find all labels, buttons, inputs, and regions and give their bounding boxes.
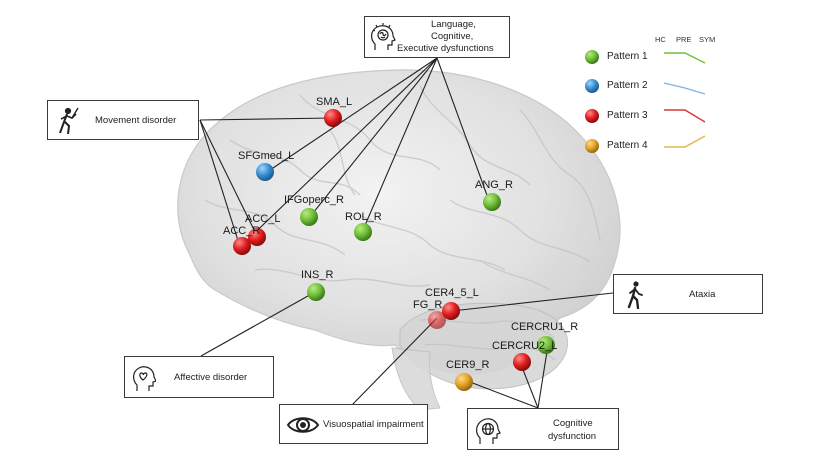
region-acc-l — [248, 228, 266, 246]
legend-label-pattern-3: Pattern 3 — [607, 110, 648, 121]
cognitive-dysfunction-box: Cognitive dysfunction — [467, 408, 619, 450]
legend-header-pre: PRE — [676, 35, 692, 44]
region-label-cercru1-r: CERCRU1_R — [511, 321, 579, 333]
region-acc-r — [233, 237, 251, 255]
region-sfgmed-l — [256, 163, 274, 181]
eye-icon — [286, 417, 320, 433]
ataxia-box: Ataxia — [613, 274, 763, 314]
legend-sphere-pattern-2 — [585, 79, 599, 93]
region-sma-l — [324, 109, 342, 127]
cognitive-line-1: Cognitive — [553, 418, 593, 429]
region-label-sma-l: SMA_L — [316, 96, 353, 108]
language-line-3: Executive dysfunctions — [397, 43, 494, 54]
legend-label-pattern-1: Pattern 1 — [607, 51, 648, 62]
region-label-cer4-5-l: CER4_5_L — [425, 287, 479, 299]
legend-trend-pattern-4 — [664, 135, 706, 148]
movement-label: Movement disorder — [95, 115, 177, 126]
visuospatial-impairment-box: Visuospatial impairment — [279, 404, 428, 444]
movement-disorder-box: Movement disorder — [47, 100, 199, 140]
legend-trend-lines — [663, 52, 706, 148]
legend-label-pattern-2: Pattern 2 — [607, 80, 648, 91]
legend-trend-pattern-1 — [664, 52, 706, 64]
language-cognitive-box: Language, Cognitive, Executive dysfuncti… — [364, 16, 510, 58]
legend-header-hc: HC — [655, 35, 666, 44]
visuospatial-label: Visuospatial impairment — [323, 419, 424, 430]
legend-sphere-pattern-3 — [585, 109, 599, 123]
legend-label-pattern-4: Pattern 4 — [607, 140, 648, 151]
ataxia-label: Ataxia — [689, 289, 716, 300]
affective-disorder-box: Affective disorder — [124, 356, 274, 398]
region-spheres — [233, 109, 555, 391]
region-label-rol-r: ROL_R — [345, 211, 382, 223]
legend-header-sym: SYM — [699, 35, 716, 44]
region-label-ifgoperc-r: IFGoperc_R — [284, 194, 344, 206]
walking-person-icon — [627, 281, 643, 309]
region-cer9-r — [455, 373, 473, 391]
region-label-ins-r: INS_R — [301, 269, 334, 281]
region-label-acc-l: ACC_L — [245, 213, 281, 225]
region-cer4-5-l — [442, 302, 460, 320]
region-label-acc-r: ACC_R — [223, 225, 261, 237]
heart-head-icon — [133, 366, 156, 391]
region-ifgoperc-r — [300, 208, 318, 226]
region-fg-r — [428, 311, 446, 329]
connector-lines — [199, 57, 614, 409]
baseball-player-icon — [59, 107, 79, 135]
region-cercru1-r — [537, 336, 555, 354]
region-label-sfgmed-l: SFGmed_L — [238, 150, 295, 162]
legend-sphere-pattern-4 — [585, 139, 599, 153]
region-label-ang-r: ANG_R — [475, 179, 513, 191]
region-label-cer9-r: CER9_R — [446, 359, 490, 371]
region-label-cercru2-l: CERCRU2_L — [492, 340, 558, 352]
language-line-2: Cognitive, — [431, 31, 474, 42]
cognitive-line-2: dysfunction — [548, 431, 597, 442]
region-label-fg-r: FG_R — [413, 299, 443, 311]
legend-sphere-pattern-1 — [585, 50, 599, 64]
legend-trend-pattern-2 — [663, 82, 706, 95]
region-ins-r — [307, 283, 325, 301]
region-cercru2-l — [513, 353, 531, 371]
language-line-1: Language, — [431, 19, 476, 30]
globe-head-icon — [476, 418, 501, 444]
brain-head-icon — [371, 23, 396, 50]
affective-label: Affective disorder — [174, 372, 248, 383]
legend-trend-pattern-3 — [664, 109, 706, 123]
region-ang-r — [483, 193, 501, 211]
region-rol-r — [354, 223, 372, 241]
legend-spheres — [585, 50, 599, 153]
